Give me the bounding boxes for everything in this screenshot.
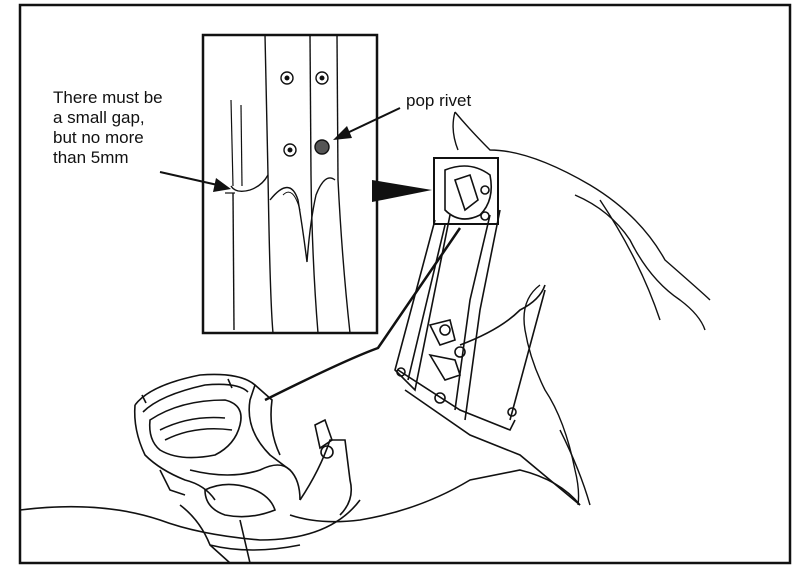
pop-rivet-label: pop rivet (406, 91, 472, 110)
gap-annotation-line-3: but no more (53, 128, 144, 147)
detail-highlight-box (433, 157, 499, 225)
gap-annotation: There must be a small gap, but no more t… (53, 88, 203, 168)
hole-mid-left (283, 143, 297, 157)
gap-annotation-line-1: There must be (53, 88, 163, 107)
gap-annotation-line-2: a small gap, (53, 108, 145, 127)
hole-top-right (315, 71, 329, 85)
leader-line (264, 227, 462, 402)
lower-housing (19, 373, 581, 564)
mast-frame (394, 165, 581, 506)
detail-inset (201, 33, 379, 335)
inset-pointer (372, 180, 432, 202)
gap-annotation-line-4: than 5mm (53, 148, 129, 167)
hole-top-left (280, 71, 294, 85)
sail-cloth (452, 111, 711, 506)
gap-arrow (159, 171, 231, 192)
diagram-border (18, 3, 792, 565)
pop-rivet-marker (314, 139, 330, 155)
rivet-arrow (333, 107, 401, 140)
